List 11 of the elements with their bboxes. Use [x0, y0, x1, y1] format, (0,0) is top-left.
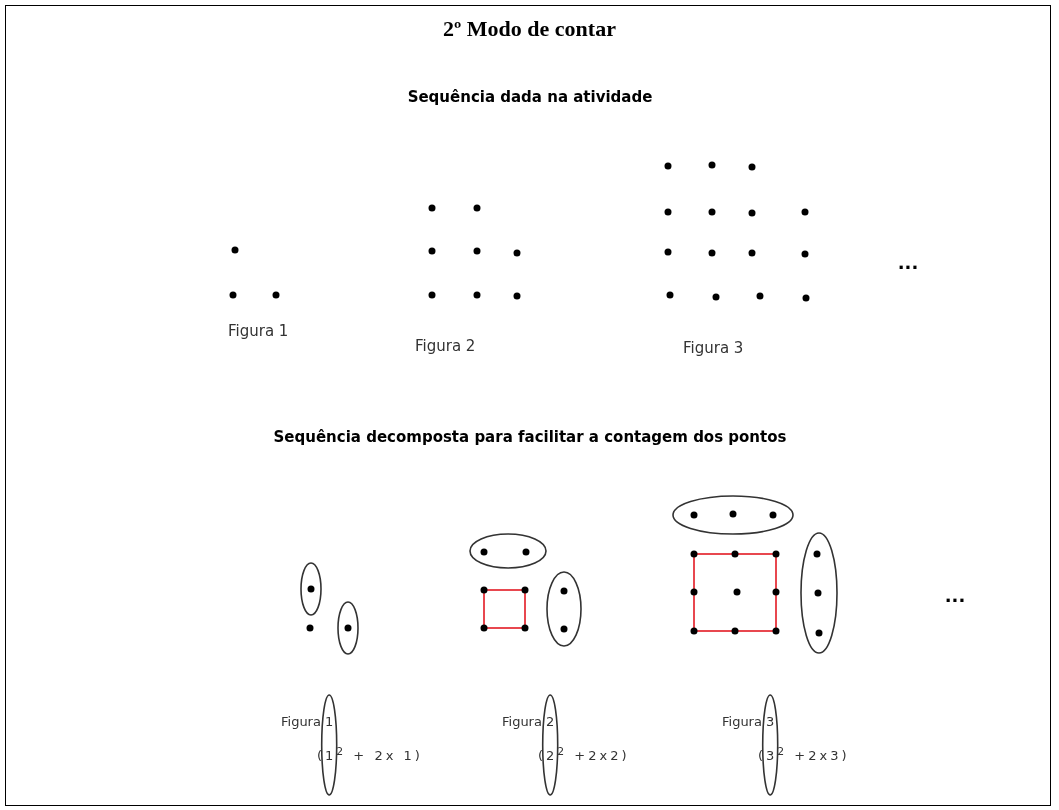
figure-caption: Figura 3: [683, 339, 744, 357]
section-heading: Sequência dada na atividade: [407, 88, 653, 106]
figure-caption: Figura 2: [415, 337, 476, 355]
section-heading: Sequência decomposta para facilitar a contagem dos pontos: [273, 428, 787, 446]
figure-caption: Figura 3: [722, 714, 775, 729]
ellipsis: ...: [897, 252, 919, 273]
figure-caption: Figura 1: [281, 714, 334, 729]
figure-caption: Figura 1: [228, 322, 289, 340]
ellipsis: ...: [944, 585, 966, 606]
title: 2º Modo de contar: [442, 16, 617, 42]
figure-caption: Figura 2: [502, 714, 555, 729]
